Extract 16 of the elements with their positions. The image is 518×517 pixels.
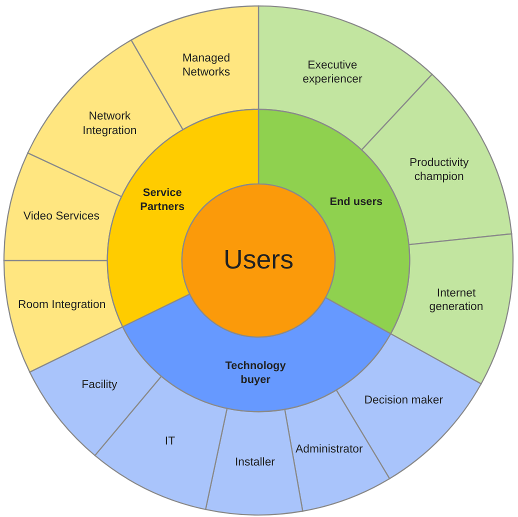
segment-label: Installer <box>234 455 275 470</box>
segment-label: Service Partners <box>139 186 186 214</box>
segment-label: Administrator <box>296 442 363 457</box>
segment-label: Network Integration <box>82 110 138 138</box>
segment-label: Facility <box>82 378 118 392</box>
segment-label: Executive experiencer <box>302 58 364 87</box>
segment-label: Room Integration <box>18 298 106 314</box>
segment-label: IT <box>164 434 176 450</box>
segment-label: Technology buyer <box>224 360 287 388</box>
segment-label: End users <box>330 196 383 210</box>
segment-label: Internet generation <box>428 286 484 316</box>
segment-label: Video Services <box>23 210 100 224</box>
segment-label: Productivity champion <box>408 156 470 185</box>
segment-label: Decision maker <box>364 394 444 408</box>
center-label: Users <box>223 244 294 277</box>
segment-label: Managed Networks <box>181 51 232 80</box>
